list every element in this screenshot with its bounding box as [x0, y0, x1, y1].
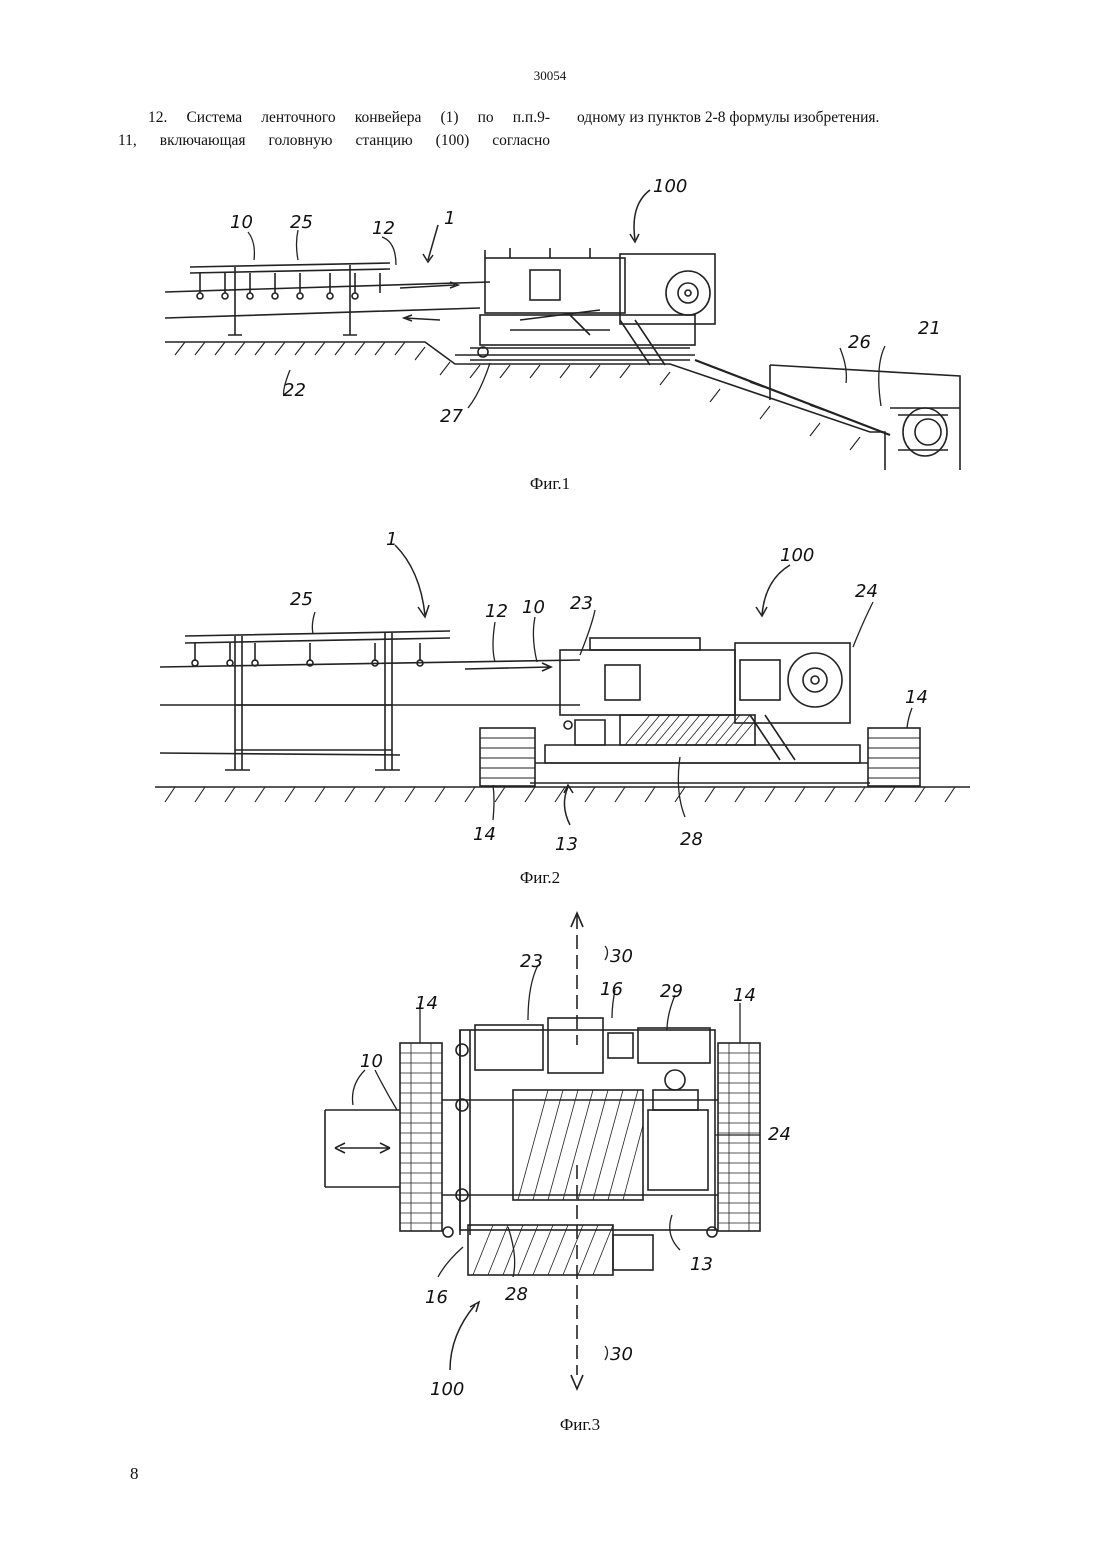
- fig1-label-22: 22: [283, 380, 306, 401]
- fig3-label-14-left: 14: [415, 993, 438, 1014]
- fig1-label-100: 100: [653, 176, 687, 197]
- fig2-label-14-right: 14: [905, 687, 928, 708]
- fig1-label-26: 26: [848, 332, 871, 353]
- fig1-label-12: 12: [372, 218, 395, 239]
- fig2-label-23: 23: [570, 593, 593, 614]
- fig3-label-28: 28: [505, 1284, 528, 1305]
- fig2-label-100: 100: [780, 545, 814, 566]
- fig2-label-1: 1: [386, 529, 397, 550]
- fig2-label-24: 24: [855, 581, 878, 602]
- fig2-label-13: 13: [555, 834, 578, 855]
- fig1-label-1: 1: [444, 208, 455, 229]
- figure-2-drawing: 1 100 25 12 10 23 24 14 14 13 28: [150, 525, 980, 860]
- fig3-label-24: 24: [768, 1124, 791, 1145]
- claim-text-left: 12. Система ленточного конвейера (1) по …: [118, 106, 550, 152]
- claim-line-2: 11, включающая головную станцию (100) со…: [118, 129, 550, 152]
- fig3-label-30-top: 30: [610, 946, 633, 967]
- fig1-label-25: 25: [290, 212, 313, 233]
- claim-text-right: одному из пунктов 2-8 формулы изобретени…: [577, 106, 947, 129]
- fig2-label-28: 28: [680, 829, 703, 850]
- fig3-label-30-bottom: 30: [610, 1344, 633, 1365]
- figure-1-caption: Фиг.1: [500, 474, 600, 494]
- fig2-label-10: 10: [522, 597, 545, 618]
- fig3-label-23: 23: [520, 951, 543, 972]
- figure-2-caption: Фиг.2: [490, 868, 590, 888]
- page-number-bottom: 8: [130, 1464, 139, 1484]
- figure-3-drawing: 30 23 16 29 14 14 10 24 16 28 13 30 100: [320, 905, 840, 1420]
- fig1-label-10: 10: [230, 212, 253, 233]
- page-number-top: 30054: [0, 68, 1100, 84]
- fig3-label-14-right: 14: [733, 985, 756, 1006]
- fig3-label-16-top: 16: [600, 979, 623, 1000]
- figure-3-caption: Фиг.3: [530, 1415, 630, 1435]
- fig3-label-16-bottom: 16: [425, 1287, 448, 1308]
- figure-1-drawing: 10 25 12 1 100 21 26 22 27: [150, 170, 980, 475]
- fig3-label-13: 13: [690, 1254, 713, 1275]
- fig2-label-25: 25: [290, 589, 313, 610]
- fig1-label-21: 21: [918, 318, 941, 339]
- fig3-label-10: 10: [360, 1051, 383, 1072]
- fig3-label-100: 100: [430, 1379, 464, 1400]
- fig2-label-12: 12: [485, 601, 508, 622]
- fig1-label-27: 27: [440, 406, 463, 427]
- claim-line-1: 12. Система ленточного конвейера (1) по …: [118, 106, 550, 129]
- fig3-label-29: 29: [660, 981, 683, 1002]
- fig2-label-14-left: 14: [473, 824, 496, 845]
